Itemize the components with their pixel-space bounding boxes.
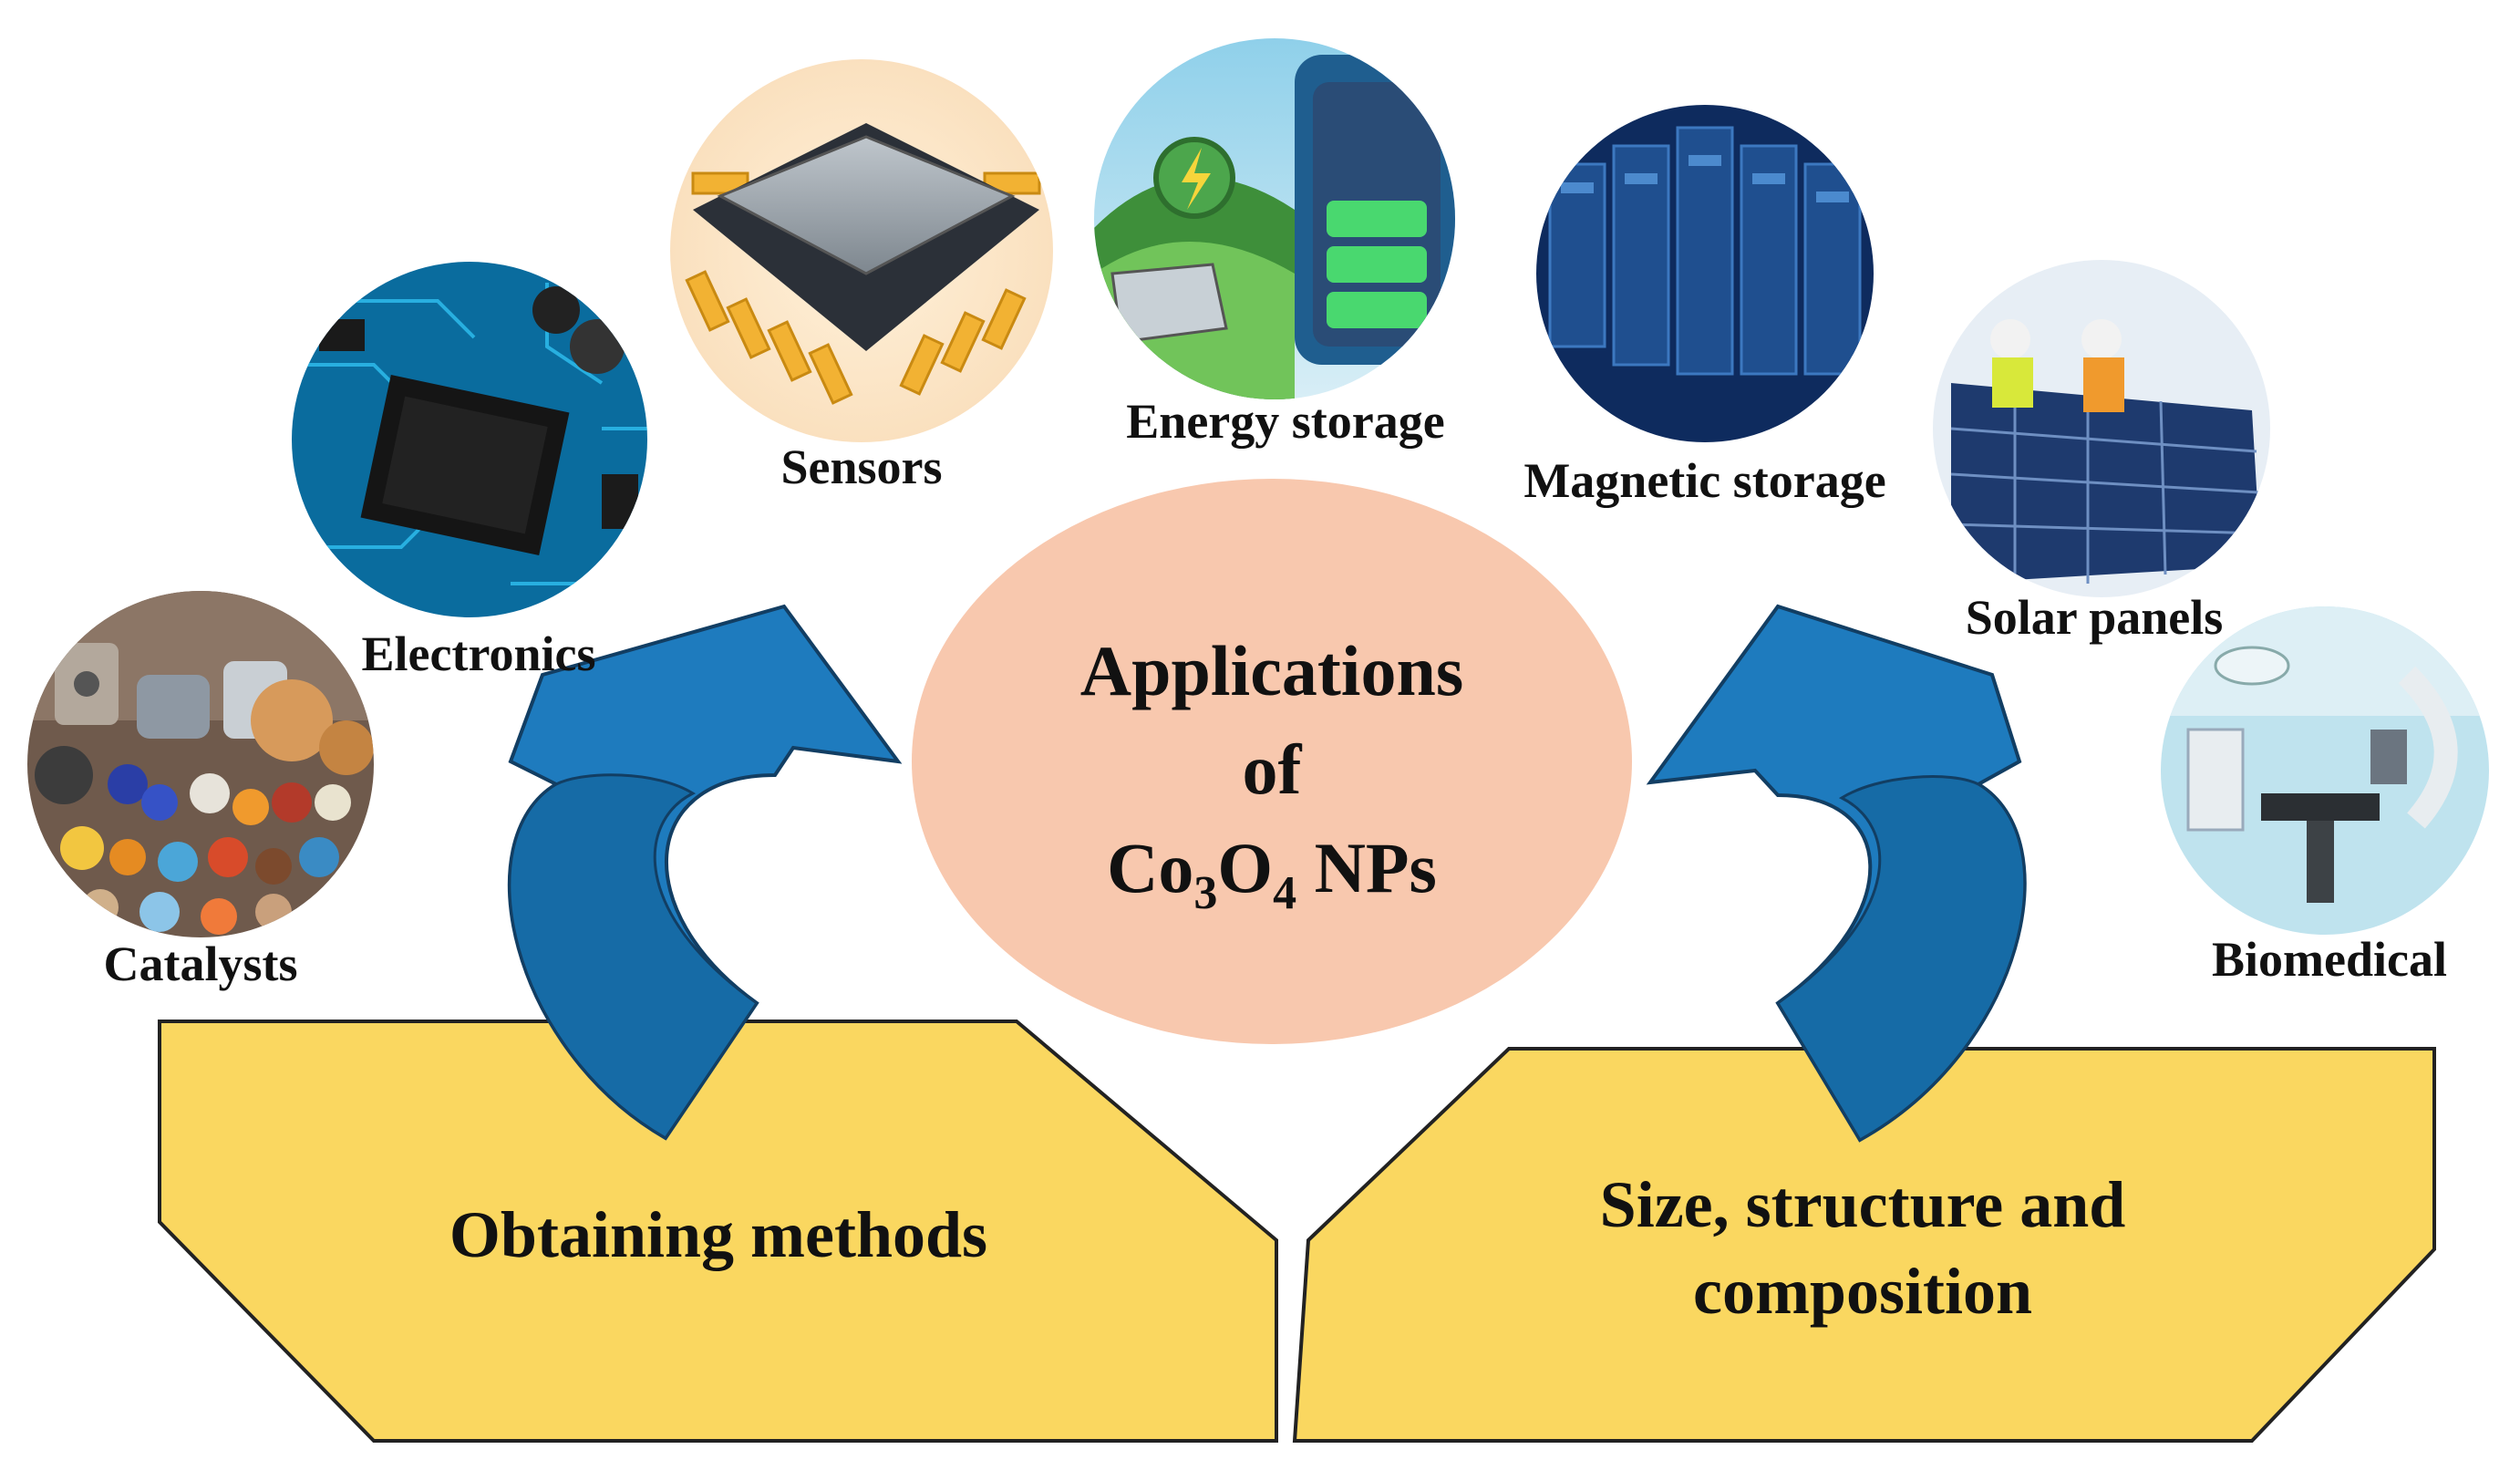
label-energy-storage: Energy storage — [1126, 394, 1444, 449]
center-title-line1: Applications — [1080, 631, 1463, 710]
center-ellipse — [912, 479, 1632, 1044]
formula-co: Co — [1107, 828, 1193, 907]
solar-panel-icon — [1933, 260, 2270, 597]
circuit-board-icon — [292, 262, 647, 617]
size-structure-label-line2: composition — [1693, 1255, 2032, 1328]
microchip-icon — [670, 59, 1053, 442]
label-catalysts: Catalysts — [104, 937, 298, 991]
formula-o: O — [1217, 828, 1273, 907]
size-structure-box — [1292, 1047, 2436, 1443]
operating-room-icon — [2161, 606, 2489, 935]
formula-sub-3: 3 — [1193, 867, 1217, 919]
battery-energy-icon — [1094, 38, 1455, 399]
label-electronics: Electronics — [362, 626, 596, 681]
size-structure-label-line1: Size, structure and — [1600, 1168, 2126, 1241]
obtaining-methods-box — [158, 1020, 1278, 1443]
label-biomedical: Biomedical — [2212, 932, 2447, 987]
formula-sub-4: 4 — [1273, 867, 1296, 919]
label-magnetic-storage: Magnetic storage — [1523, 453, 1885, 508]
catalyst-pellets-icon — [27, 591, 374, 937]
formula-nps: NPs — [1296, 828, 1437, 907]
right-curved-arrow — [1646, 604, 2027, 1143]
left-curved-arrow — [507, 604, 903, 1141]
label-solar-panels: Solar panels — [1966, 590, 2224, 645]
obtaining-methods-label: Obtaining methods — [449, 1198, 987, 1271]
label-sensors: Sensors — [780, 440, 942, 494]
center-title-line2: of — [1243, 730, 1303, 809]
center-formula: Co3O4 NPs — [1107, 828, 1437, 919]
server-rack-icon — [1536, 105, 1874, 442]
